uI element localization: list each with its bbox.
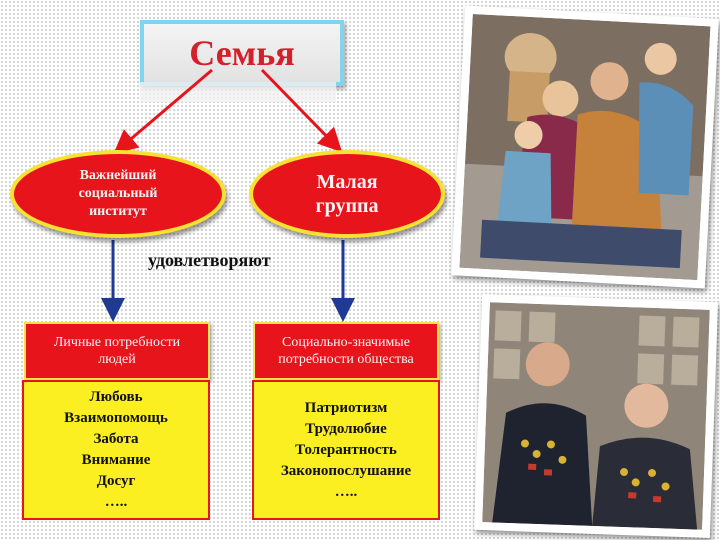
list-item: ….. xyxy=(334,483,358,500)
list-item: Толерантность xyxy=(295,441,397,458)
right-list: Патриотизм Трудолюбие Толерантность Зако… xyxy=(252,380,440,520)
list-item: Взаимопомощь xyxy=(64,410,168,426)
connector-label: удовлетворяют xyxy=(148,250,271,270)
left-header: Личные потребности людей xyxy=(24,322,210,380)
node-left-line-2: социальный xyxy=(78,186,158,201)
list-item: Внимание xyxy=(81,452,151,468)
arrow-right-red xyxy=(260,68,343,153)
list-item: Забота xyxy=(93,431,139,447)
title-box: Семья xyxy=(140,20,344,86)
left-list: Любовь Взаимопомощь Забота Внимание Досу… xyxy=(22,380,210,520)
node-right-line-2: группа xyxy=(315,195,379,217)
node-social-institution: Важнейший социальный институт xyxy=(10,150,226,238)
node-right-line-1: Малая xyxy=(316,171,378,193)
left-header-line-1: Личные потребности xyxy=(53,335,181,350)
node-small-group: Малая группа xyxy=(249,150,445,238)
node-left-line-3: институт xyxy=(89,204,147,219)
left-header-line-2: людей xyxy=(98,352,136,367)
list-item: ….. xyxy=(104,494,128,510)
list-item: Патриотизм xyxy=(304,399,388,416)
title-text: Семья xyxy=(189,33,295,73)
arrow-left-red xyxy=(113,68,213,154)
node-left-line-1: Важнейший xyxy=(79,168,157,183)
veterans-photo xyxy=(473,293,719,539)
list-item: Трудолюбие xyxy=(305,420,387,437)
right-header: Социально-значимые потребности общества xyxy=(253,322,439,380)
right-header-line-1: Социально-значимые xyxy=(282,335,410,350)
list-item: Любовь xyxy=(89,389,143,405)
list-item: Досуг xyxy=(96,473,136,489)
family-photo xyxy=(451,5,719,289)
list-item: Законопослушание xyxy=(280,462,412,479)
right-header-line-2: потребности общества xyxy=(278,352,414,367)
